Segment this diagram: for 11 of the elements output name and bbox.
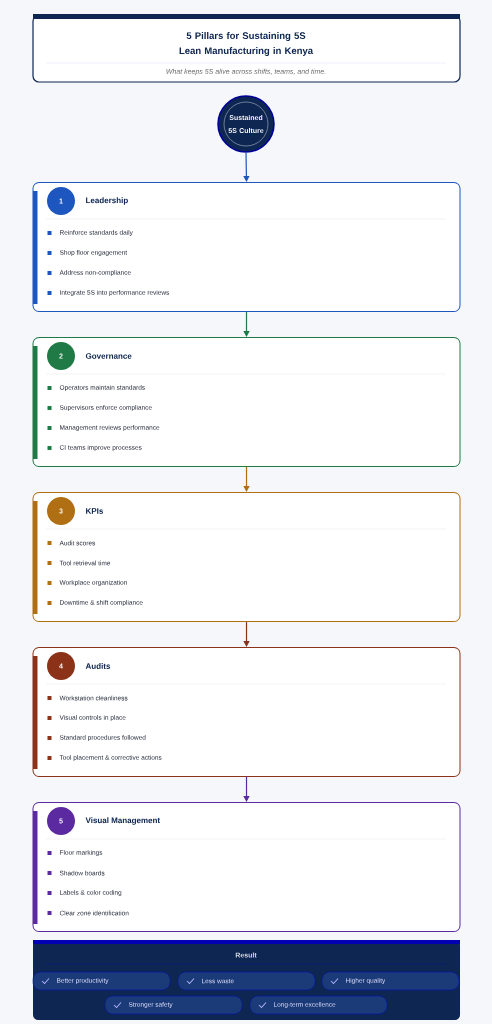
pillar-heading: KPIs: [86, 508, 103, 514]
arrow: [243, 152, 250, 182]
pillar-heading: Governance: [85, 353, 132, 359]
title: 5 Pillars for Sustaining 5S Lean Manufacturing in Kenya: [179, 32, 314, 56]
arrow: [243, 466, 250, 492]
pillar-heading: Visual Management: [85, 817, 160, 825]
pillar-heading: Leadership: [86, 197, 128, 205]
arrow: [243, 621, 250, 647]
arrow: [243, 776, 250, 802]
arrow: [243, 311, 250, 337]
pillar-heading: Audits: [85, 663, 111, 669]
